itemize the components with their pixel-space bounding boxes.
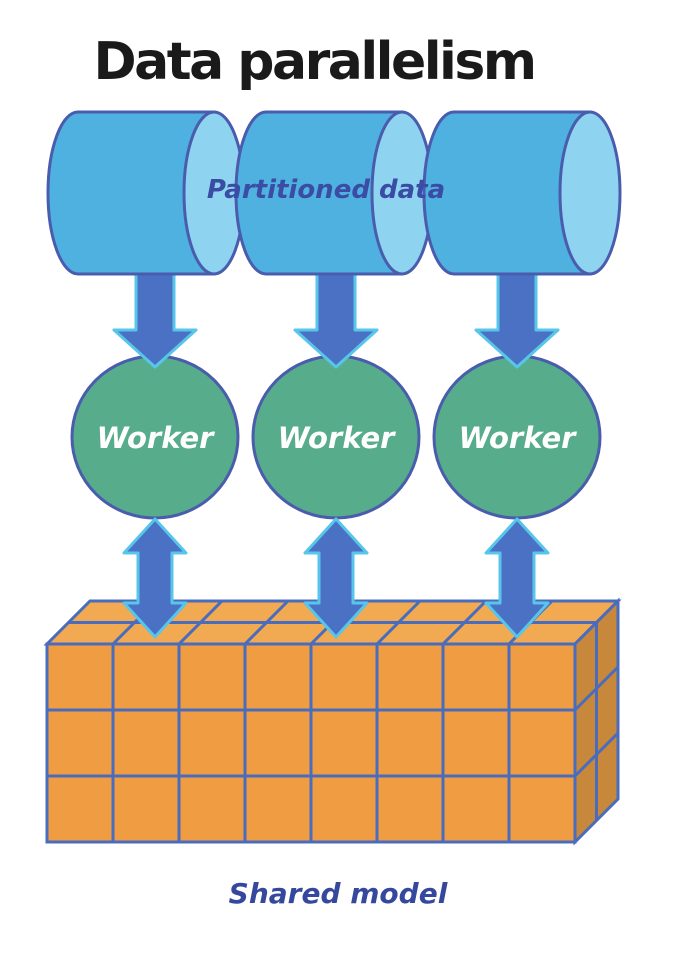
bidirectional-arrow-icon <box>303 517 369 639</box>
partitioned-data-label: Partitioned data <box>207 175 445 205</box>
block-side-grid <box>573 622 620 821</box>
data-cylinder <box>234 110 434 276</box>
worker-label: Worker <box>97 421 216 455</box>
bidirectional-arrow-icon <box>122 517 188 639</box>
shared-model-block <box>43 597 622 846</box>
worker-nodes: Worker Worker Worker <box>70 354 602 520</box>
data-cylinders <box>46 110 622 276</box>
page-title: Data parallelism <box>93 32 534 92</box>
down-arrow-icon <box>474 264 560 369</box>
worker-label: Worker <box>459 421 578 455</box>
bidirectional-arrows <box>122 517 550 639</box>
down-arrow-icon <box>293 264 379 369</box>
bidirectional-arrow-icon <box>484 517 550 639</box>
block-front-grid <box>47 644 575 842</box>
down-arrow-icon <box>112 264 198 369</box>
data-cylinder <box>46 110 246 276</box>
shared-model-label: Shared model <box>229 877 448 910</box>
data-cylinder <box>422 110 622 276</box>
worker-label: Worker <box>278 421 397 455</box>
down-arrows <box>112 264 560 369</box>
